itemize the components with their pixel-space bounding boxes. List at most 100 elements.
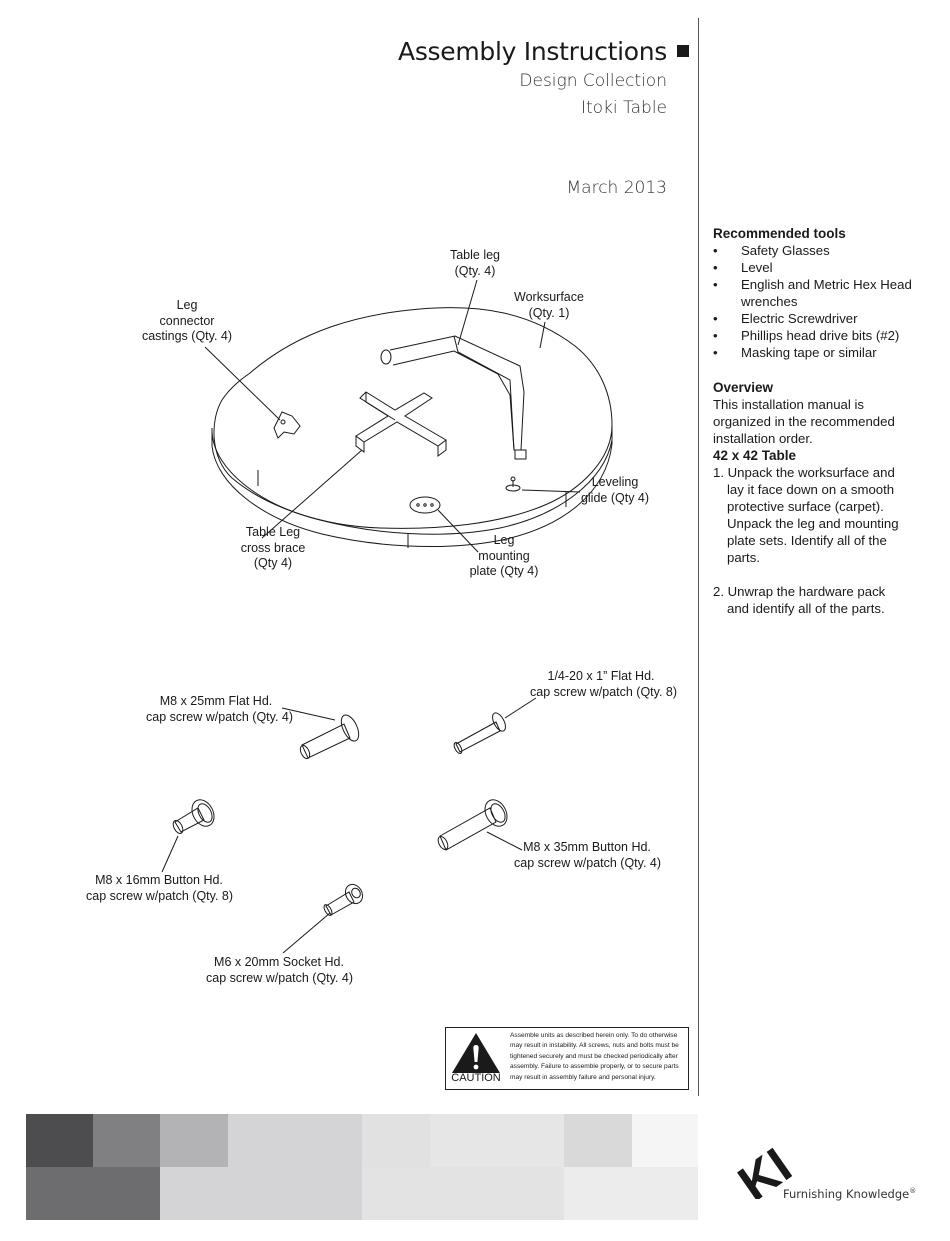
color-block [160, 1114, 228, 1167]
label-line: 1/4-20 x 1” Flat Hd. [547, 669, 655, 683]
tool-label: Phillips head drive bits (#2) [741, 328, 900, 343]
bullet: • [713, 243, 718, 258]
step-item: 2. Unwrap the hardware pack and identify… [713, 584, 886, 616]
tool-label: Masking tape or similar [741, 345, 877, 360]
leveling-glide-label: Leveling glide (Qty 4) [580, 475, 650, 506]
m8-16mm-label: M8 x 16mm Button Hd. cap screw w/patch (… [86, 873, 234, 904]
page-title: Assembly Instructions [398, 37, 667, 66]
vertical-divider [698, 18, 699, 1096]
recommended-tools-section: Recommended tools • Safety Glasses • Level… [713, 225, 938, 361]
table-leg-label: Table leg (Qty. 4) [440, 248, 510, 279]
steps-section: 42 x 42 Table 1. Unpack the worksurface … [713, 447, 938, 634]
tools-heading: Recommended tools [713, 226, 846, 241]
label-line: connector [159, 313, 215, 328]
footer-color-bar [26, 1114, 698, 1220]
overview-section: Overview This installation manual is org… [713, 379, 938, 447]
color-block [26, 1114, 93, 1167]
leg-connector-label: Leg connector castings (Qty. 4) [134, 298, 240, 345]
steps-list: 1. Unpack the worksurface and lay it fac… [713, 464, 905, 617]
label-line: cap screw w/patch (Qty. 8) [530, 684, 678, 699]
table-leg-drawing [380, 335, 527, 460]
leveling-glide-drawing [505, 476, 521, 492]
color-block [228, 1114, 362, 1167]
ki-logo: KI [735, 1143, 801, 1199]
label-line: cap screw w/patch (Qty. 4) [146, 709, 294, 724]
label-line: plate (Qty 4) [469, 564, 539, 578]
worksurface-label: Worksurface (Qty. 1) [508, 290, 590, 321]
m8-35mm-label: M8 x 35mm Button Hd. cap screw w/patch (… [514, 840, 662, 871]
cross-brace-drawing [355, 391, 447, 457]
caution-label: CAUTION [451, 1072, 501, 1084]
m8-16mm-screw-drawing [161, 799, 215, 873]
tool-item: • Safety Glasses [713, 242, 938, 259]
m8-25mm-screw-drawing [281, 707, 360, 760]
overview-text: This installation manual is organized in… [713, 397, 895, 446]
label-line: cross brace [240, 540, 306, 555]
label-line: M6 x 20mm Socket Hd. [214, 955, 344, 969]
collection-name: Design Collection [519, 71, 667, 91]
bullet: • [713, 311, 718, 326]
label-line: Table Leg [245, 525, 301, 539]
bullet: • [713, 328, 718, 343]
tool-label: Safety Glasses [741, 243, 830, 258]
quarter-20-screw-drawing [453, 697, 537, 754]
document-date: March 2013 [566, 178, 668, 198]
m6-20mm-screw-drawing [282, 883, 364, 954]
caution-text: Assemble units as described herein only.… [510, 1032, 679, 1081]
tool-label: Electric Screwdriver [741, 311, 858, 326]
label-line: M8 x 25mm Flat Hd. [159, 694, 273, 708]
leg-connector-drawing [273, 411, 301, 439]
tool-item: • Level [713, 259, 938, 276]
label-line: (Qty. 4) [454, 263, 496, 278]
m8-25mm-label: M8 x 25mm Flat Hd. cap screw w/patch (Qt… [146, 694, 294, 725]
overview-heading: Overview [713, 380, 774, 395]
color-block [93, 1114, 160, 1167]
tools-list: • Safety Glasses • Level • English and Metr… [713, 242, 938, 361]
label-line: cap screw w/patch (Qty. 4) [514, 855, 662, 870]
label-line: Table leg [449, 248, 501, 262]
caution-box: CAUTION Assemble units as described here… [445, 1027, 689, 1090]
label-line: Worksurface [514, 290, 584, 304]
color-block [564, 1114, 632, 1167]
registered-mark: ® [909, 1187, 917, 1196]
color-block [362, 1114, 430, 1167]
m8-35mm-screw-drawing [437, 799, 523, 851]
color-block [362, 1167, 564, 1220]
tool-item: • Masking tape or similar [713, 344, 938, 361]
label-line: cap screw w/patch (Qty. 8) [86, 888, 234, 903]
bullet: • [713, 277, 718, 292]
tool-item: • Electric Screwdriver [713, 310, 938, 327]
color-block [26, 1167, 160, 1220]
mounting-plate-drawing [409, 496, 441, 514]
bullet: • [713, 260, 718, 275]
label-line: Leg [176, 298, 198, 312]
label-line: Leveling [591, 475, 639, 489]
color-block [430, 1114, 564, 1167]
section-heading: 42 x 42 Table [713, 448, 797, 463]
tool-item: • English and Metric Hex Head wrenches [713, 276, 938, 310]
product-name: Itoki Table [580, 98, 667, 118]
table-exploded-diagram [161, 279, 613, 954]
label-line: mounting [478, 548, 530, 563]
color-block [632, 1114, 698, 1167]
label-line: (Qty 4) [253, 556, 293, 570]
label-line: (Qty. 1) [528, 305, 570, 320]
title-square-marker [677, 45, 689, 57]
tool-item: • Phillips head drive bits (#2) [713, 327, 938, 344]
label-line: Leg [493, 533, 515, 547]
tool-label: English and Metric Hex Head wrenches [741, 277, 912, 309]
label-line: M8 x 35mm Button Hd. [523, 840, 651, 854]
step-item: 1. Unpack the worksurface and lay it fac… [713, 465, 899, 565]
label-line: cap screw w/patch (Qty. 4) [206, 970, 354, 985]
worksurface-drawing [213, 307, 613, 529]
quarter-20-label: 1/4-20 x 1” Flat Hd. cap screw w/patch (… [530, 669, 678, 700]
bullet: • [713, 345, 718, 360]
warning-triangle-icon [452, 1033, 500, 1073]
tagline-text: Furnishing Knowledge [783, 1187, 910, 1201]
label-line: M8 x 16mm Button Hd. [95, 873, 223, 887]
brand-tagline: Furnishing Knowledge® [783, 1187, 916, 1201]
tool-label: Level [741, 260, 773, 275]
color-block [564, 1167, 698, 1220]
m6-20mm-label: M6 x 20mm Socket Hd. cap screw w/patch (… [206, 955, 354, 986]
mounting-plate-label: Leg mounting plate (Qty 4) [466, 533, 542, 580]
